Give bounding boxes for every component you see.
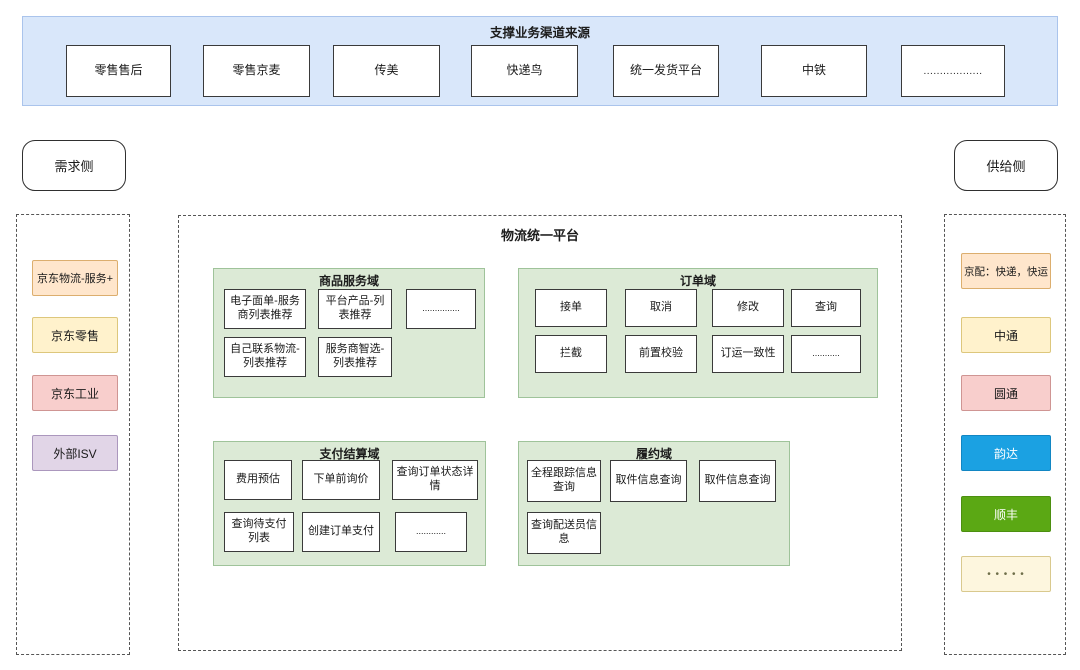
- supply-item: 中通: [961, 317, 1051, 353]
- api-box: 前置校验: [625, 335, 697, 373]
- api-box: 费用预估: [224, 460, 292, 500]
- api-box: 订运一致性: [712, 335, 784, 373]
- api-box-more: ............: [395, 512, 467, 552]
- api-box: 查询: [791, 289, 861, 327]
- domain-panel-payment: 支付结算域 费用预估 下单前询价 查询订单状态详情 查询待支付列表 创建订单支付…: [213, 441, 486, 566]
- demand-item: 京东工业: [32, 375, 118, 411]
- channel-box: 零售售后: [66, 45, 171, 97]
- supply-side-pill: 供给侧: [954, 140, 1058, 191]
- demand-item: 京东零售: [32, 317, 118, 353]
- demand-side-pill: 需求侧: [22, 140, 126, 191]
- demand-column: 京东物流-服务+ 京东零售 京东工业 外部ISV: [16, 214, 130, 655]
- domain-title: 商品服务域: [318, 274, 379, 288]
- supply-item: 京配：快递，快运: [961, 253, 1051, 289]
- domain-panel-order: 订单域 接单 取消 修改 查询 拦截 前置校验 订运一致性 ..........…: [518, 268, 878, 398]
- api-box: 平台产品-列表推荐: [318, 289, 392, 329]
- api-box: 全程跟踪信息查询: [527, 460, 601, 502]
- channel-box: 零售京麦: [203, 45, 310, 97]
- api-box: 取件信息查询: [699, 460, 776, 502]
- api-box-more: ...............: [406, 289, 476, 329]
- channel-source-banner: 支撑业务渠道来源 零售售后 零售京麦 传美 快递鸟 统一发货平台 中铁 ....…: [22, 16, 1058, 106]
- api-box: 查询订单状态详情: [392, 460, 478, 500]
- api-box: 取件信息查询: [610, 460, 687, 502]
- channel-box-more: ..................: [901, 45, 1005, 97]
- api-box: 查询待支付列表: [224, 512, 294, 552]
- demand-item: 京东物流-服务+: [32, 260, 118, 296]
- domain-title: 履约域: [635, 447, 672, 461]
- api-box: 自己联系物流-列表推荐: [224, 337, 306, 377]
- supply-item: 韵达: [961, 435, 1051, 471]
- supply-column: 京配：快递，快运 中通 圆通 韵达 顺丰 • • • • •: [944, 214, 1066, 655]
- api-box: 接单: [535, 289, 607, 327]
- channel-box: 传美: [333, 45, 440, 97]
- domain-title: 订单域: [679, 274, 716, 288]
- api-box-more: ...........: [791, 335, 861, 373]
- channel-box: 快递鸟: [471, 45, 578, 97]
- demand-item: 外部ISV: [32, 435, 118, 471]
- channel-box: 中铁: [761, 45, 867, 97]
- banner-title: 支撑业务渠道来源: [489, 26, 590, 40]
- api-box: 修改: [712, 289, 784, 327]
- domain-panel-goods: 商品服务域 电子面单-服务商列表推荐 平台产品-列表推荐 ...........…: [213, 268, 485, 398]
- api-box: 查询配送员信息: [527, 512, 601, 554]
- supply-item: 圆通: [961, 375, 1051, 411]
- supply-item: 顺丰: [961, 496, 1051, 532]
- platform-title: 物流统一平台: [500, 228, 579, 243]
- channel-box: 统一发货平台: [613, 45, 719, 97]
- api-box: 创建订单支付: [302, 512, 380, 552]
- api-box: 电子面单-服务商列表推荐: [224, 289, 306, 329]
- domain-title: 支付结算域: [319, 447, 380, 461]
- platform-container: 物流统一平台 商品服务域 电子面单-服务商列表推荐 平台产品-列表推荐 ....…: [178, 215, 902, 651]
- api-box: 服务商智选-列表推荐: [318, 337, 392, 377]
- api-box: 下单前询价: [302, 460, 380, 500]
- domain-panel-fulfillment: 履约域 全程跟踪信息查询 取件信息查询 取件信息查询 查询配送员信息: [518, 441, 790, 566]
- supply-item-more: • • • • •: [961, 556, 1051, 592]
- api-box: 拦截: [535, 335, 607, 373]
- api-box: 取消: [625, 289, 697, 327]
